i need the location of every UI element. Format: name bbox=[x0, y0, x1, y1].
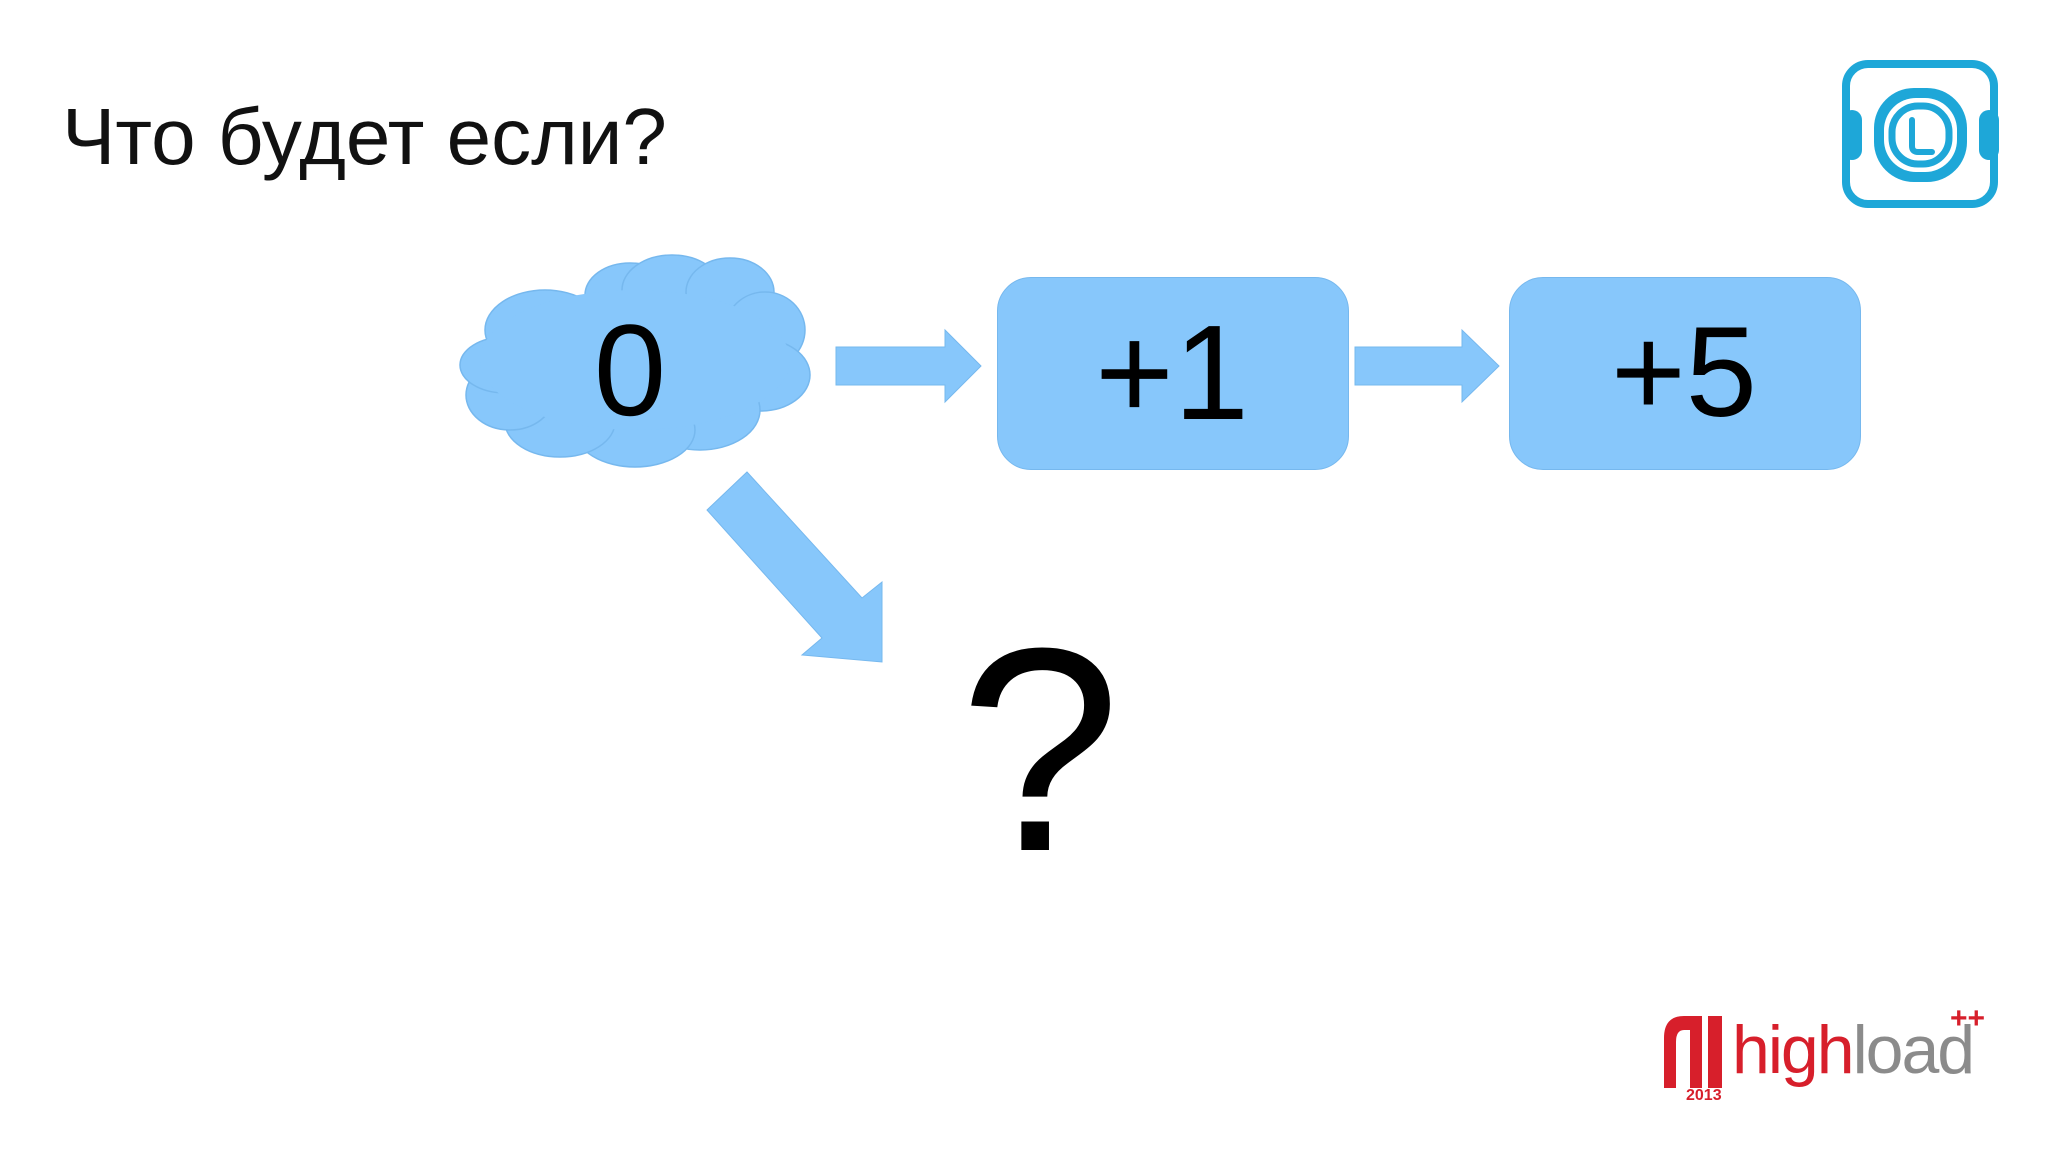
start-node-label: 0 bbox=[593, 297, 667, 443]
step-node-plus-one-label: +1 bbox=[1095, 297, 1249, 448]
step-node-plus-five-label: +5 bbox=[1611, 301, 1757, 444]
result-question-mark: ? bbox=[959, 588, 1121, 912]
company-logo-icon bbox=[1842, 60, 1999, 209]
start-cloud-node bbox=[459, 254, 811, 468]
highload-plus: ++ bbox=[1950, 1002, 1986, 1035]
highload-word-high: high bbox=[1732, 1012, 1855, 1088]
conference-year: 2013 bbox=[1686, 1087, 1722, 1104]
step-node-plus-five bbox=[1509, 277, 1861, 470]
arrow-down-right-icon bbox=[706, 471, 883, 663]
slide-title: Что будет если? bbox=[62, 92, 667, 181]
arrow-right-icon bbox=[1354, 328, 1500, 404]
highload-logo: 2013 highload ++ bbox=[1660, 1004, 2000, 1110]
highload-wordmark: highload bbox=[1732, 1010, 1976, 1090]
step-node-plus-one bbox=[997, 277, 1349, 470]
highload-mark-icon bbox=[1664, 1016, 1722, 1088]
arrow-right-icon bbox=[835, 328, 982, 404]
highload-word-load: load bbox=[1852, 1012, 1976, 1088]
